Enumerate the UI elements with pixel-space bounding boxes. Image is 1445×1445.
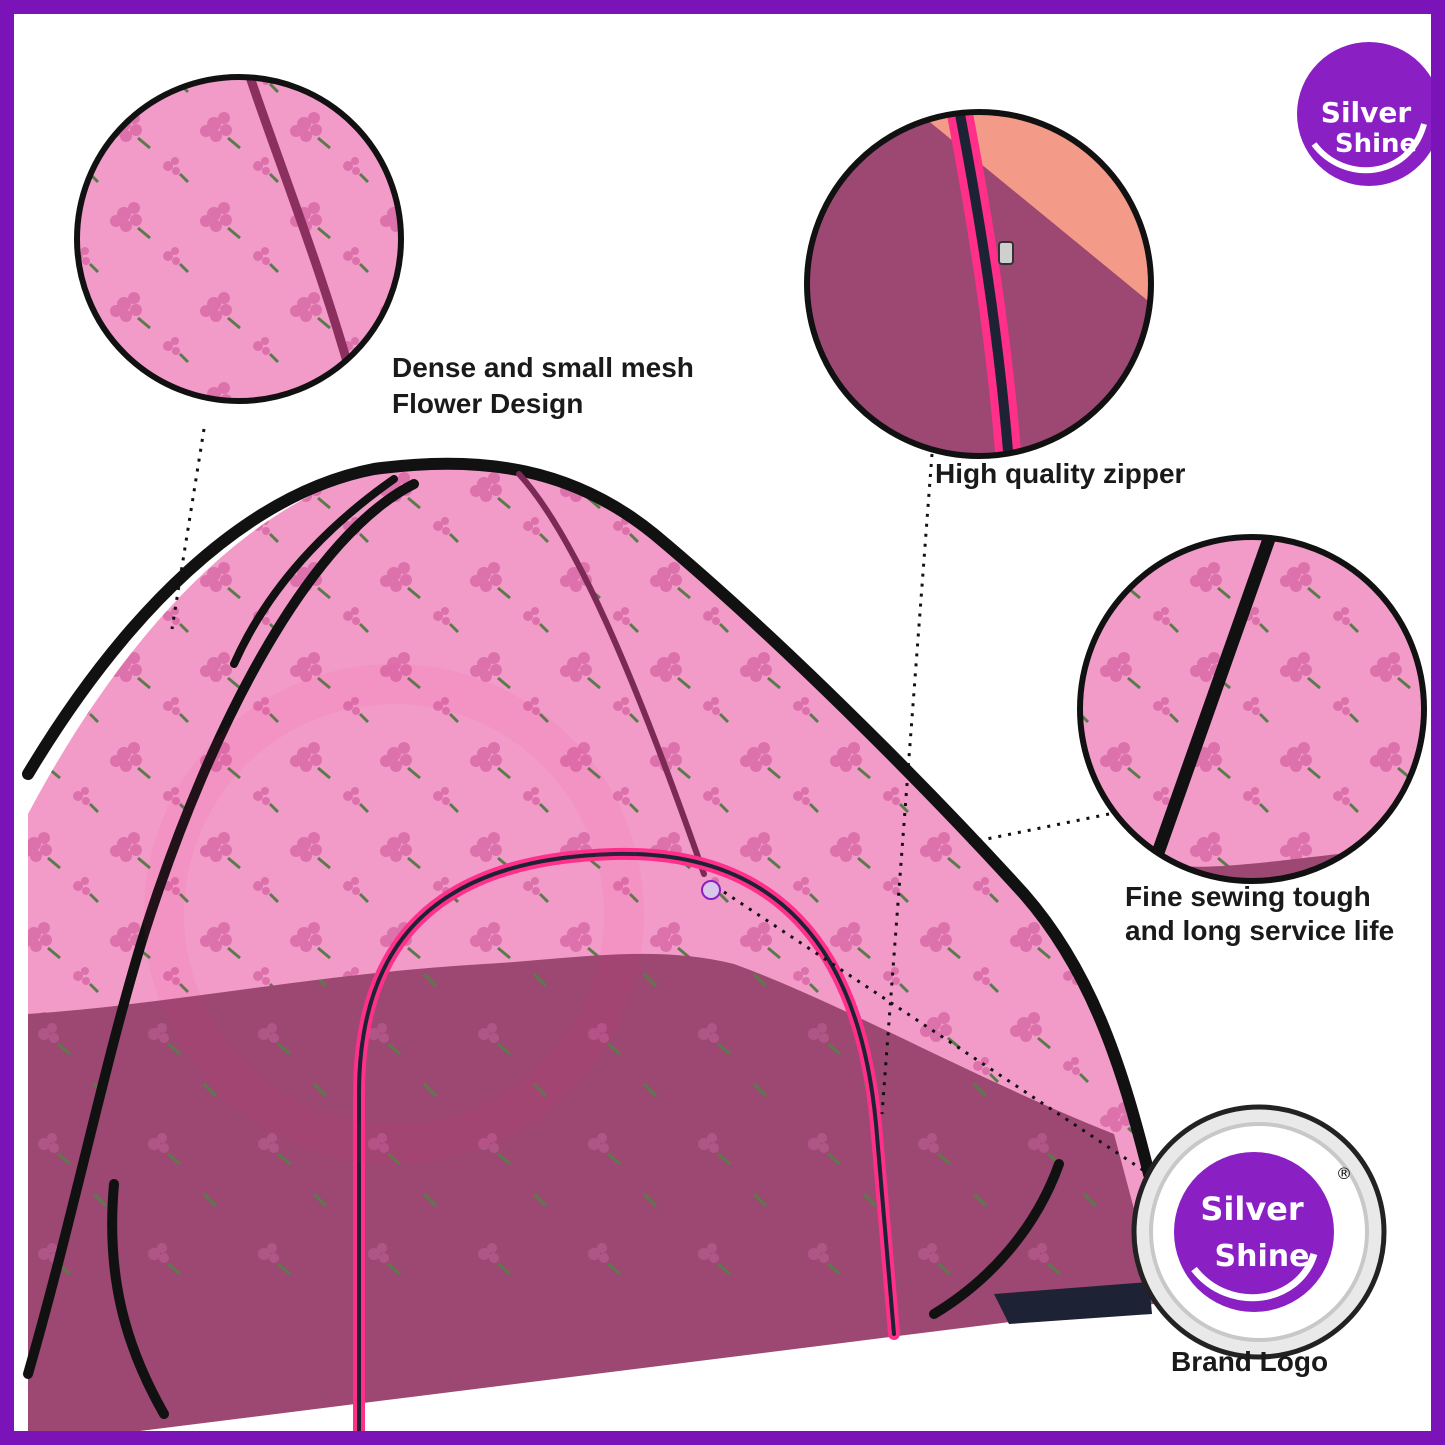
zipper-pull-icon [998,241,1014,265]
logo-tag-icon [701,880,721,900]
caption-sewing-line-2: and long service life [1125,915,1395,946]
caption-sewing: Fine sewing tough and long service life [1125,880,1394,948]
svg-text:Shine: Shine [1335,129,1417,159]
svg-text:®: ® [1430,47,1445,66]
tent-illustration: Silver Shine ® Silver Shine ® [22,42,1445,1431]
svg-text:Shine: Shine [1215,1239,1310,1274]
svg-text:Silver: Silver [1321,96,1412,129]
caption-mesh: Dense and small mesh Flower Design [392,350,694,422]
svg-text:®: ® [1336,1164,1352,1183]
caption-zipper: High quality zipper [935,456,1185,492]
brand-logo-top: Silver Shine ® [1297,42,1445,186]
tent-door-zipper [353,847,900,1431]
tent-frame-poles [22,457,1155,1419]
mesh-detail-circle [74,74,404,404]
caption-zipper-line-1: High quality zipper [935,458,1186,489]
zipper-detail-circle [804,109,1154,459]
caption-sewing-line-1: Fine sewing tough [1125,881,1371,912]
caption-logo-line-1: Brand Logo [1171,1346,1329,1377]
callout-leader-lines [170,428,1150,1176]
caption-mesh-line-2: Flower Design [392,388,584,419]
tent-body [22,457,1155,1431]
sewing-detail-circle [1077,534,1427,884]
svg-text:Silver: Silver [1200,1190,1304,1228]
brand-logo-detail-circle: Silver Shine ® [1131,1104,1387,1360]
caption-logo: Brand Logo [1171,1344,1328,1380]
watermark [144,664,644,1164]
caption-mesh-line-1: Dense and small mesh [392,352,694,383]
